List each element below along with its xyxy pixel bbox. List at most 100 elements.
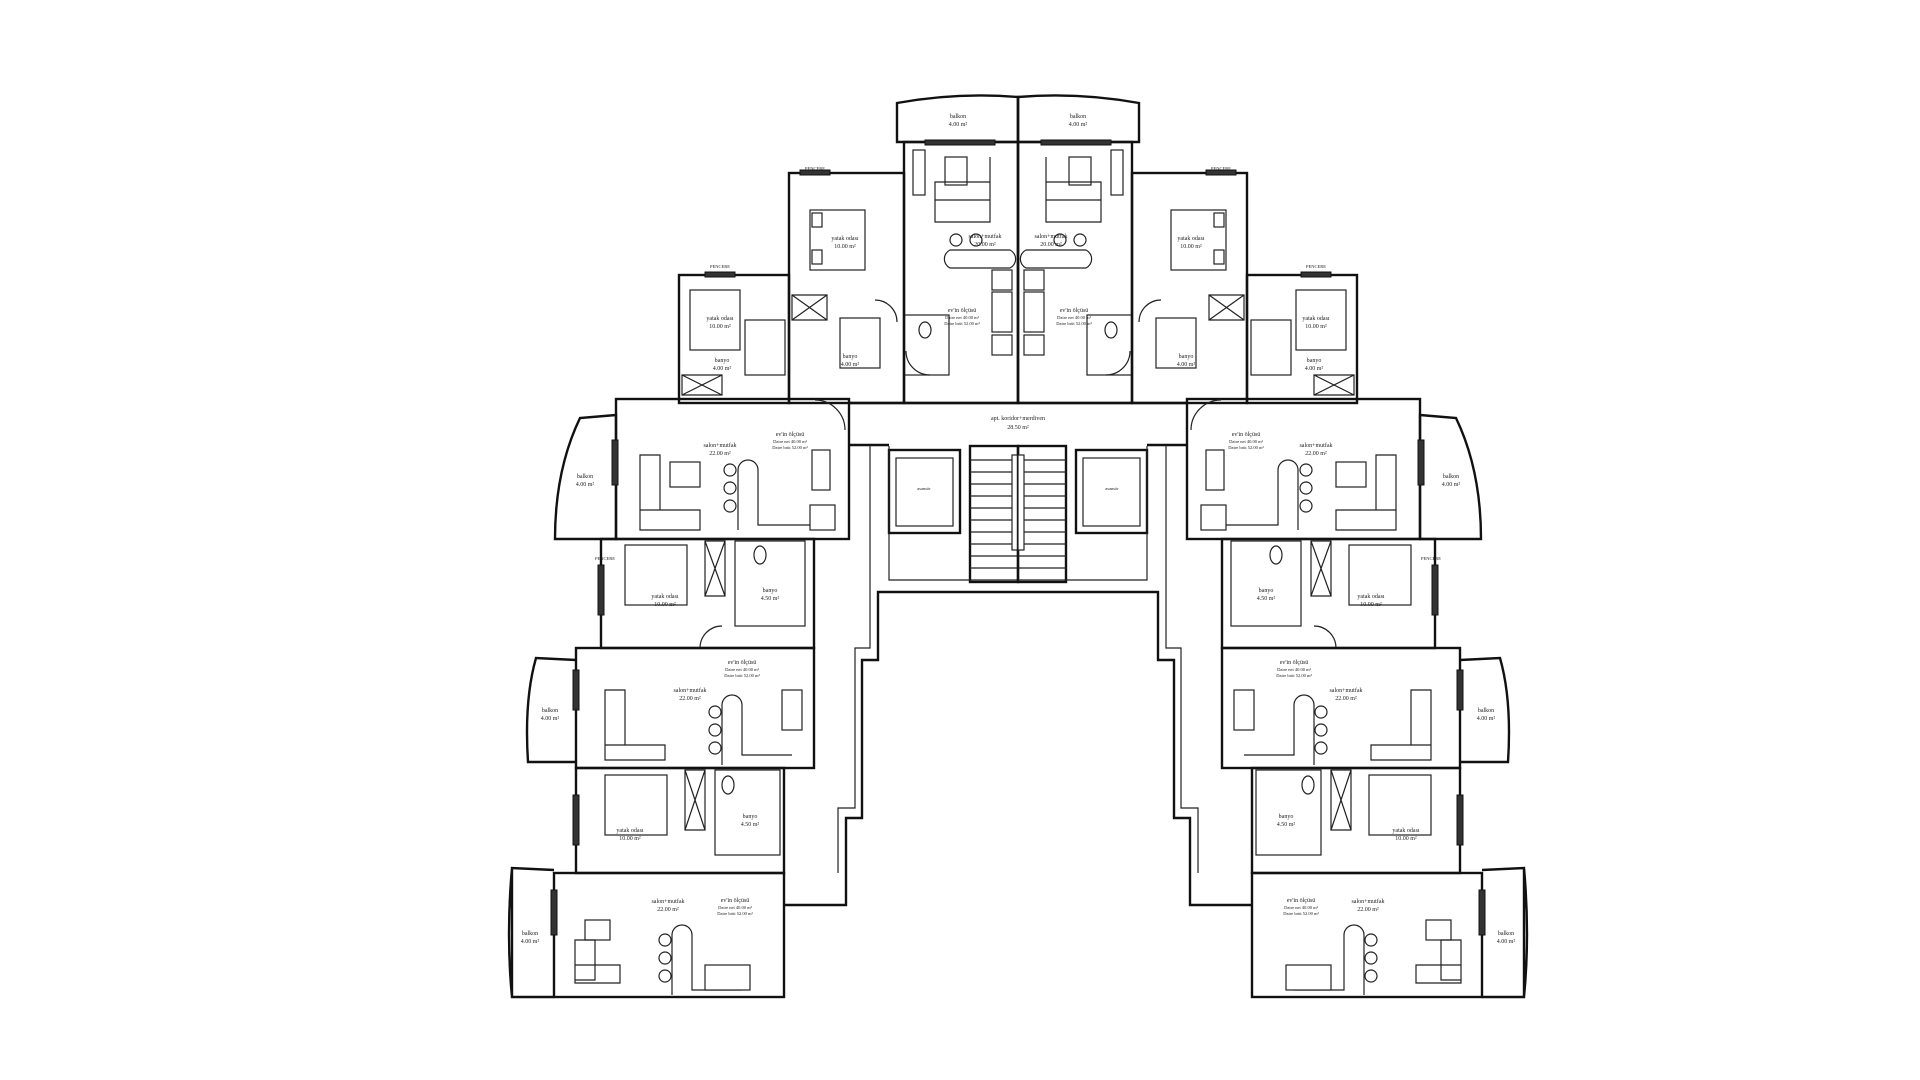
unit-gross-area: Daire brüt 52.00 m²	[1283, 911, 1319, 916]
room-name: salon+mutfak	[1351, 898, 1384, 905]
room-name: banyo	[843, 354, 858, 360]
room-name: salon+mutfak	[1299, 442, 1332, 449]
room-area: 10.00 m²	[619, 836, 641, 842]
room-name: balkon	[1478, 708, 1494, 714]
room-area: 4.00 m²	[1177, 362, 1196, 368]
room-area: 22.00 m²	[657, 907, 679, 913]
room-name: banyo	[1279, 814, 1294, 820]
room-name: yatak odası	[1392, 828, 1419, 834]
room-area: 4.50 m²	[1257, 596, 1276, 602]
room-area: 22.00 m²	[679, 696, 701, 702]
window-tag: PENCERE	[710, 264, 730, 269]
unit-summary-title: ev'in ölçüsü	[721, 898, 750, 904]
plan-right-half	[1016, 94, 1529, 999]
room-area: 4.00 m²	[713, 366, 732, 372]
core-hall-area: 28.50 m²	[1007, 425, 1029, 431]
room-area: 10.00 m²	[834, 244, 856, 250]
room-name: salon+mutfak	[673, 687, 706, 694]
room-area: 4.50 m²	[741, 822, 760, 828]
plan-left-half	[507, 94, 1020, 999]
unit-summary-title: ev'in ölçüsü	[728, 660, 757, 666]
room-name: balkon	[950, 114, 966, 120]
room-name: yatak odası	[1302, 316, 1329, 322]
room-area: 4.00 m²	[541, 716, 560, 722]
unit-gross-area: Daire brüt 52.00 m²	[772, 445, 808, 450]
unit-gross-area: Daire brüt 52.00 m²	[1056, 321, 1092, 326]
room-name: yatak odası	[1177, 236, 1204, 242]
unit-summary-title: ev'in ölçüsü	[948, 308, 977, 314]
elevator-right-label: asansör	[1105, 486, 1119, 491]
room-name: balkon	[542, 708, 558, 714]
room-name: salon+mutfak	[1034, 233, 1067, 240]
unit-gross-area: Daire brüt 52.00 m²	[1228, 445, 1264, 450]
unit-net-area: Daire net 40.00 m²	[1057, 315, 1091, 320]
unit-net-area: Daire net 40.00 m²	[725, 667, 759, 672]
window-tag: PENCERE	[1306, 264, 1326, 269]
room-name: balkon	[1498, 931, 1514, 937]
unit-gross-area: Daire brüt 52.00 m²	[724, 673, 760, 678]
room-area: 4.00 m²	[949, 122, 968, 128]
room-area: 4.00 m²	[576, 482, 595, 488]
unit-net-area: Daire net 40.00 m²	[945, 315, 979, 320]
room-area: 22.00 m²	[1305, 451, 1327, 457]
unit-gross-area: Daire brüt 52.00 m²	[944, 321, 980, 326]
room-area: 10.00 m²	[1360, 602, 1382, 608]
room-area: 4.00 m²	[521, 939, 540, 945]
room-name: salon+mutfak	[651, 898, 684, 905]
unit-net-area: Daire net 40.00 m²	[718, 905, 752, 910]
room-name: balkon	[1070, 114, 1086, 120]
room-area: 20.00 m²	[1040, 242, 1062, 248]
window-tag: PENCERE	[595, 556, 615, 561]
core-hall-label: apt. koridor+merdiven	[991, 416, 1045, 422]
room-area: 4.00 m²	[1477, 716, 1496, 722]
room-name: yatak odası	[706, 316, 733, 322]
room-name: salon+mutfak	[968, 233, 1001, 240]
room-name: yatak odası	[831, 236, 858, 242]
room-area: 4.50 m²	[1277, 822, 1296, 828]
room-area: 10.00 m²	[1305, 324, 1327, 330]
unit-gross-area: Daire brüt 52.00 m²	[1276, 673, 1312, 678]
room-area: 4.50 m²	[761, 596, 780, 602]
unit-summary-title: ev'in ölçüsü	[1287, 898, 1316, 904]
room-area: 4.00 m²	[1442, 482, 1461, 488]
room-name: banyo	[1307, 358, 1322, 364]
room-name: salon+mutfak	[1329, 687, 1362, 694]
room-area: 4.00 m²	[1497, 939, 1516, 945]
window-tag: PENCERE	[1211, 166, 1231, 171]
unit-net-area: Daire net 40.00 m²	[1277, 667, 1311, 672]
room-area: 4.00 m²	[1305, 366, 1324, 372]
room-name: banyo	[715, 358, 730, 364]
room-name: banyo	[1179, 354, 1194, 360]
elevator-left-label: asansör	[917, 486, 931, 491]
room-name: banyo	[763, 588, 778, 594]
room-area: 10.00 m²	[654, 602, 676, 608]
room-name: banyo	[1259, 588, 1274, 594]
room-name: balkon	[577, 474, 593, 480]
room-area: 10.00 m²	[1395, 836, 1417, 842]
unit-summary-title: ev'in ölçüsü	[1280, 660, 1309, 666]
unit-net-area: Daire net 40.00 m²	[1229, 439, 1263, 444]
room-area: 22.00 m²	[709, 451, 731, 457]
unit-net-area: Daire net 40.00 m²	[773, 439, 807, 444]
unit-gross-area: Daire brüt 52.00 m²	[717, 911, 753, 916]
room-name: yatak odası	[616, 828, 643, 834]
unit-summary-title: ev'in ölçüsü	[1232, 432, 1261, 438]
room-name: yatak odası	[1357, 594, 1384, 600]
room-name: balkon	[522, 931, 538, 937]
window-tag: PENCERE	[1421, 556, 1441, 561]
room-area: 4.00 m²	[841, 362, 860, 368]
unit-net-area: Daire net 40.00 m²	[1284, 905, 1318, 910]
unit-summary-title: ev'in ölçüsü	[1060, 308, 1089, 314]
room-name: banyo	[743, 814, 758, 820]
room-area: 22.00 m²	[1357, 907, 1379, 913]
room-area: 10.00 m²	[1180, 244, 1202, 250]
room-name: salon+mutfak	[703, 442, 736, 449]
window-tag: PENCERE	[805, 166, 825, 171]
room-area: 10.00 m²	[709, 324, 731, 330]
room-name: balkon	[1443, 474, 1459, 480]
room-area: 20.00 m²	[974, 242, 996, 248]
room-area: 22.00 m²	[1335, 696, 1357, 702]
unit-summary-title: ev'in ölçüsü	[776, 432, 805, 438]
room-name: yatak odası	[651, 594, 678, 600]
